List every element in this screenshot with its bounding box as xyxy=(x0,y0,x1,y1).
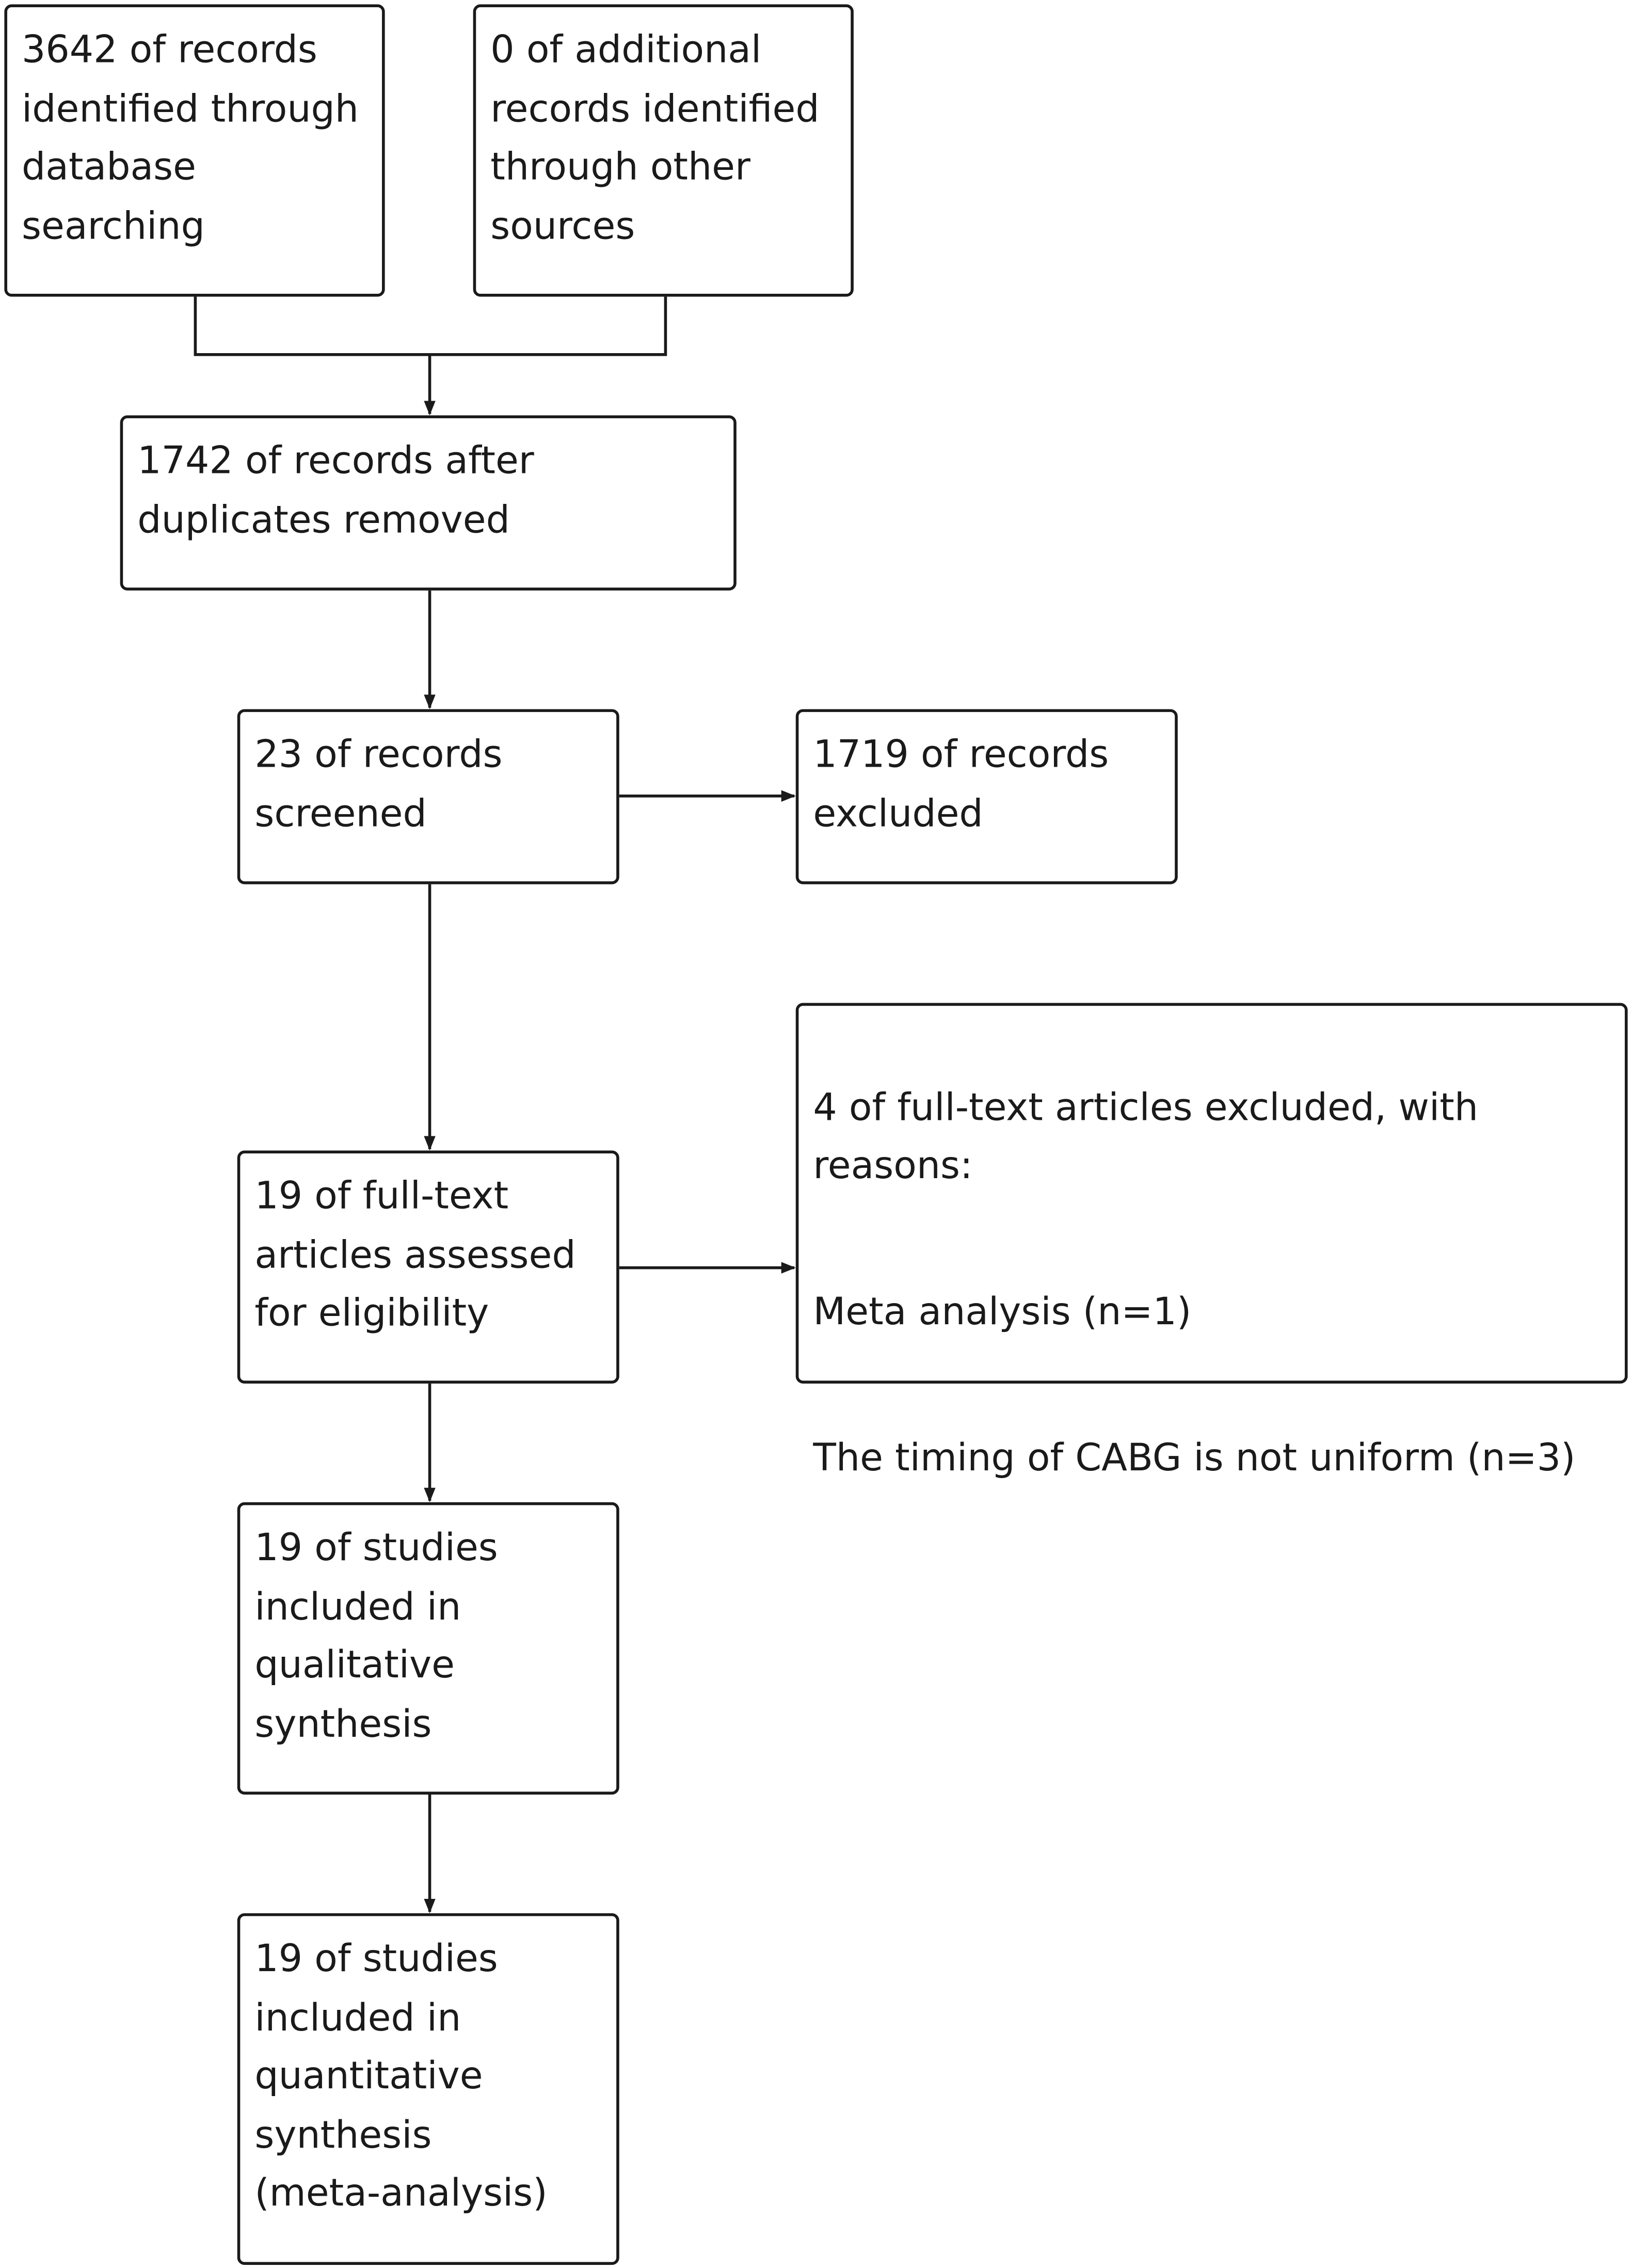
fulltext-assessed-box: 19 of full-text articles assessed for el… xyxy=(237,1150,619,1384)
quantitative-synthesis-box: 19 of studies included in quantitative s… xyxy=(237,1913,619,2265)
merge-connector xyxy=(194,296,667,356)
records-identified-database-box: 3642 of records identified through datab… xyxy=(4,4,385,297)
fulltext-excluded-box: 4 of full-text articles excluded, with r… xyxy=(795,1003,1628,1481)
records-after-duplicates-box: 1742 of records after duplicates removed xyxy=(120,415,737,591)
records-screened-box: 23 of records screened xyxy=(237,709,619,884)
qualitative-synthesis-box: 19 of studies included in qualitative sy… xyxy=(237,1502,619,1795)
exclusion-reason-cabg-timing: The timing of CABG is not uniform (n=3) xyxy=(813,1437,1576,1481)
records-identified-other-sources-box: 0 of additional records identified throu… xyxy=(473,4,854,297)
fulltext-excluded-heading: 4 of full-text articles excluded, with r… xyxy=(813,1086,1479,1188)
records-excluded-box: 1719 of records excluded xyxy=(795,709,1178,884)
exclusion-reason-meta-analysis: Meta analysis (n=1) xyxy=(813,1291,1192,1335)
